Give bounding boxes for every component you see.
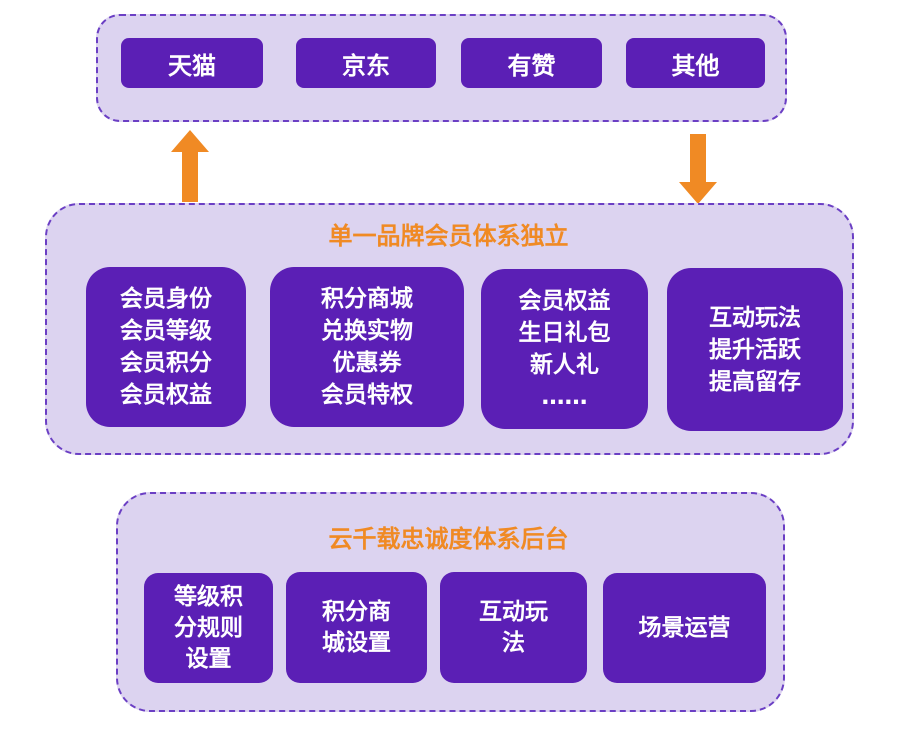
card-line: 提高留存 bbox=[709, 368, 801, 395]
platform-box-other: 其他 bbox=[626, 38, 765, 88]
card-line: 设置 bbox=[185, 645, 232, 672]
platform-box-youzan: 有赞 bbox=[461, 38, 602, 88]
card-line: 新人礼 bbox=[530, 352, 599, 378]
arrow-down-icon bbox=[679, 134, 717, 204]
card-line: 会员积分 bbox=[120, 350, 212, 376]
card-line: 会员权益 bbox=[120, 382, 212, 408]
card-line: 城设置 bbox=[322, 629, 391, 656]
card-scene-operations: 场景运营 bbox=[603, 573, 766, 683]
platform-label: 京东 bbox=[342, 51, 390, 80]
loyalty-backend-title: 云千载忠诚度体系后台 bbox=[328, 525, 569, 553]
arrow-up-icon bbox=[171, 130, 209, 202]
platform-box-tmall: 天猫 bbox=[121, 38, 263, 88]
card-line: 会员权益 bbox=[518, 288, 611, 314]
card-interactive-play: 互动玩法 提升活跃 提高留存 bbox=[667, 268, 843, 431]
card-line: 互动玩法 bbox=[709, 304, 801, 331]
brand-member-title: 单一品牌会员体系独立 bbox=[328, 222, 569, 250]
card-member-benefits: 会员权益 生日礼包 新人礼 …… bbox=[481, 269, 648, 429]
platform-label: 其他 bbox=[671, 51, 720, 80]
card-line: 场景运营 bbox=[638, 614, 731, 641]
card-line: 等级积 bbox=[174, 583, 243, 610]
card-line: 生日礼包 bbox=[518, 320, 611, 346]
card-line: 兑换实物 bbox=[321, 318, 413, 344]
card-line: 会员特权 bbox=[321, 382, 413, 408]
card-membership-basics: 会员身份 会员等级 会员积分 会员权益 bbox=[86, 267, 246, 427]
card-level-points-rules: 等级积 分规则 设置 bbox=[144, 573, 273, 683]
card-line: 互动玩 bbox=[479, 598, 548, 625]
card-line: 积分商 bbox=[322, 598, 391, 625]
card-points-mall-settings: 积分商 城设置 bbox=[286, 572, 427, 683]
platform-box-jd: 京东 bbox=[296, 38, 436, 88]
card-line: 积分商城 bbox=[321, 286, 413, 312]
card-line: 法 bbox=[502, 629, 525, 656]
card-line: 提升活跃 bbox=[709, 336, 801, 363]
card-points-mall: 积分商城 兑换实物 优惠券 会员特权 bbox=[270, 267, 464, 427]
card-interactive-play-settings: 互动玩 法 bbox=[440, 572, 587, 683]
platform-label: 有赞 bbox=[507, 51, 556, 80]
card-line: 分规则 bbox=[174, 614, 243, 641]
card-line: 优惠券 bbox=[332, 350, 402, 376]
platform-label: 天猫 bbox=[168, 51, 216, 80]
card-line: 会员等级 bbox=[120, 318, 212, 344]
card-line: …… bbox=[541, 384, 588, 410]
card-line: 会员身份 bbox=[120, 286, 212, 312]
